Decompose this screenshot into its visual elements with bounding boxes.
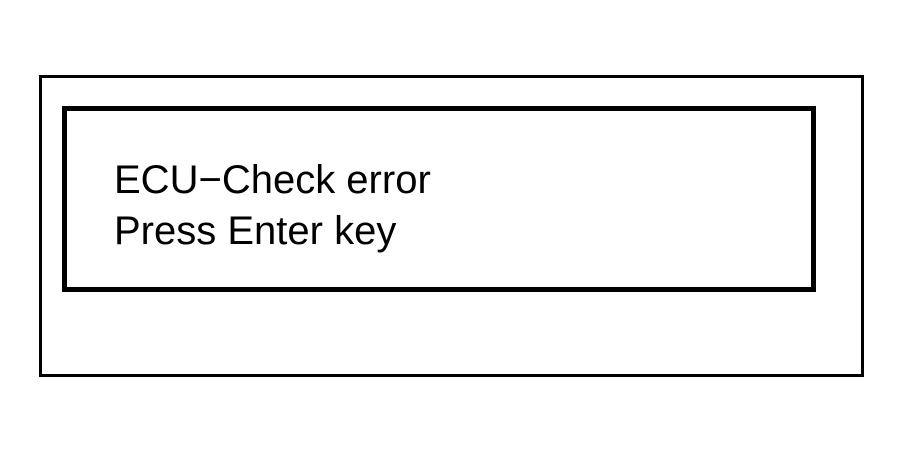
display-device: ECU−Check error Press Enter key xyxy=(39,75,864,377)
display-line-1: ECU−Check error xyxy=(114,158,431,202)
lcd-screen: ECU−Check error Press Enter key xyxy=(62,106,816,292)
display-line-2: Press Enter key xyxy=(114,209,397,253)
